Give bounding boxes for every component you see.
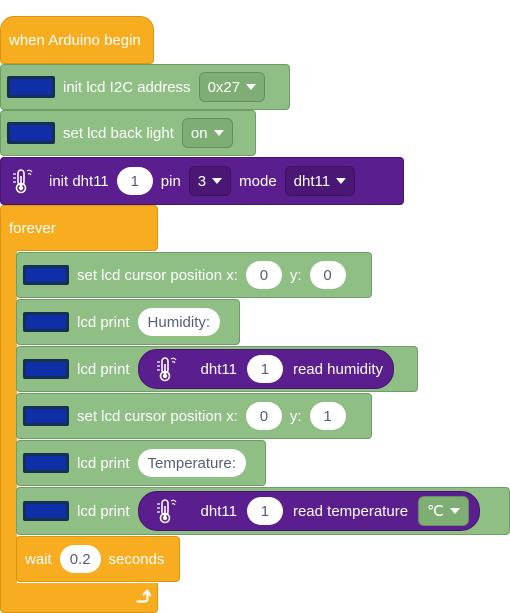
dht11-read-temperature-reporter[interactable]: dht11 1 read temperature ℃	[137, 491, 480, 531]
init-dht11-block[interactable]: init dht11 1 pin 3 mode dht11	[0, 157, 404, 205]
lcd-print-label: lcd print	[77, 360, 130, 378]
caret-down-icon	[246, 84, 257, 90]
reporter-name: dht11	[200, 360, 237, 378]
wait-block[interactable]: wait 0.2 seconds	[16, 536, 180, 582]
thermometer-icon	[156, 499, 176, 524]
address-value: 0x27	[207, 78, 241, 96]
when-arduino-begin-block[interactable]: when Arduino begin	[0, 16, 154, 64]
cursor-y-field[interactable]: 1	[309, 402, 346, 430]
pin-dropdown[interactable]: 3	[188, 166, 232, 196]
init-lcd-label: init lcd I2C address	[63, 78, 191, 96]
lcd-display-icon	[23, 501, 69, 521]
backlight-value: on	[190, 124, 208, 142]
address-dropdown[interactable]: 0x27	[198, 72, 266, 102]
cursor-x-field[interactable]: 0	[245, 261, 282, 289]
init-lcd-block[interactable]: init lcd I2C address 0x27	[0, 64, 290, 110]
reporter-id-field[interactable]: 1	[246, 355, 283, 383]
unit-value: ℃	[427, 503, 444, 520]
cursor-x-field[interactable]: 0	[245, 402, 282, 430]
wait-seconds-field[interactable]: 0.2	[59, 545, 101, 573]
set-cursor-label: set lcd cursor position x:	[77, 407, 238, 425]
caret-down-icon	[213, 130, 224, 136]
unit-dropdown[interactable]: ℃	[418, 496, 469, 526]
backlight-block[interactable]: set lcd back light on	[0, 110, 256, 156]
caret-down-icon	[336, 178, 347, 184]
dht-id-field[interactable]: 1	[116, 167, 153, 195]
lcd-print-label: lcd print	[77, 313, 130, 331]
cursor-y-label: y:	[289, 407, 302, 425]
pin-value: 3	[197, 172, 207, 190]
forever-footer	[0, 583, 158, 613]
lcd-print-block[interactable]: lcd print Humidity:	[16, 299, 240, 345]
backlight-label: set lcd back light	[63, 124, 174, 142]
forever-arm	[0, 250, 17, 583]
lcd-print-label: lcd print	[77, 502, 130, 520]
pin-label: pin	[160, 172, 181, 190]
dht11-read-humidity-reporter[interactable]: dht11 1 read humidity	[137, 349, 395, 389]
lcd-print-block[interactable]: lcd print dht11 1 read humidity	[16, 346, 418, 392]
lcd-display-icon	[23, 453, 69, 473]
cursor-y-field[interactable]: 0	[309, 261, 346, 289]
thermometer-icon	[13, 169, 33, 194]
lcd-display-icon	[7, 122, 55, 144]
mode-label: mode	[239, 172, 277, 190]
print-text-field[interactable]: Temperature:	[137, 449, 246, 477]
mode-value: dht11	[293, 172, 331, 190]
lcd-print-block[interactable]: lcd print dht11 1 read temperature ℃	[16, 487, 510, 535]
reporter-name: dht11	[200, 502, 237, 520]
reporter-action: read humidity	[292, 360, 384, 378]
hat-label: when Arduino begin	[9, 31, 141, 49]
reporter-id-field[interactable]: 1	[246, 497, 283, 525]
loop-arrow-icon	[136, 589, 151, 603]
set-cursor-block[interactable]: set lcd cursor position x: 0 y: 1	[16, 393, 372, 439]
backlight-dropdown[interactable]: on	[181, 118, 233, 148]
wait-label: wait	[25, 550, 52, 568]
lcd-print-label: lcd print	[77, 454, 130, 472]
caret-down-icon	[212, 178, 223, 184]
lcd-display-icon	[7, 76, 55, 98]
lcd-print-block[interactable]: lcd print Temperature:	[16, 440, 266, 486]
reporter-action: read temperature	[292, 502, 409, 520]
lcd-display-icon	[23, 312, 69, 332]
wait-unit-label: seconds	[108, 550, 165, 568]
mode-dropdown[interactable]: dht11	[284, 166, 356, 196]
lcd-display-icon	[23, 406, 69, 426]
init-dht11-label: init dht11	[49, 172, 109, 190]
set-cursor-block[interactable]: set lcd cursor position x: 0 y: 0	[16, 252, 372, 298]
caret-down-icon	[449, 508, 460, 514]
cursor-y-label: y:	[289, 266, 302, 284]
print-text-field[interactable]: Humidity:	[137, 308, 221, 336]
thermometer-icon	[156, 357, 176, 382]
forever-block[interactable]: forever	[0, 205, 158, 251]
lcd-display-icon	[23, 359, 69, 379]
set-cursor-label: set lcd cursor position x:	[77, 266, 238, 284]
lcd-display-icon	[23, 265, 69, 285]
forever-label: forever	[9, 219, 56, 237]
